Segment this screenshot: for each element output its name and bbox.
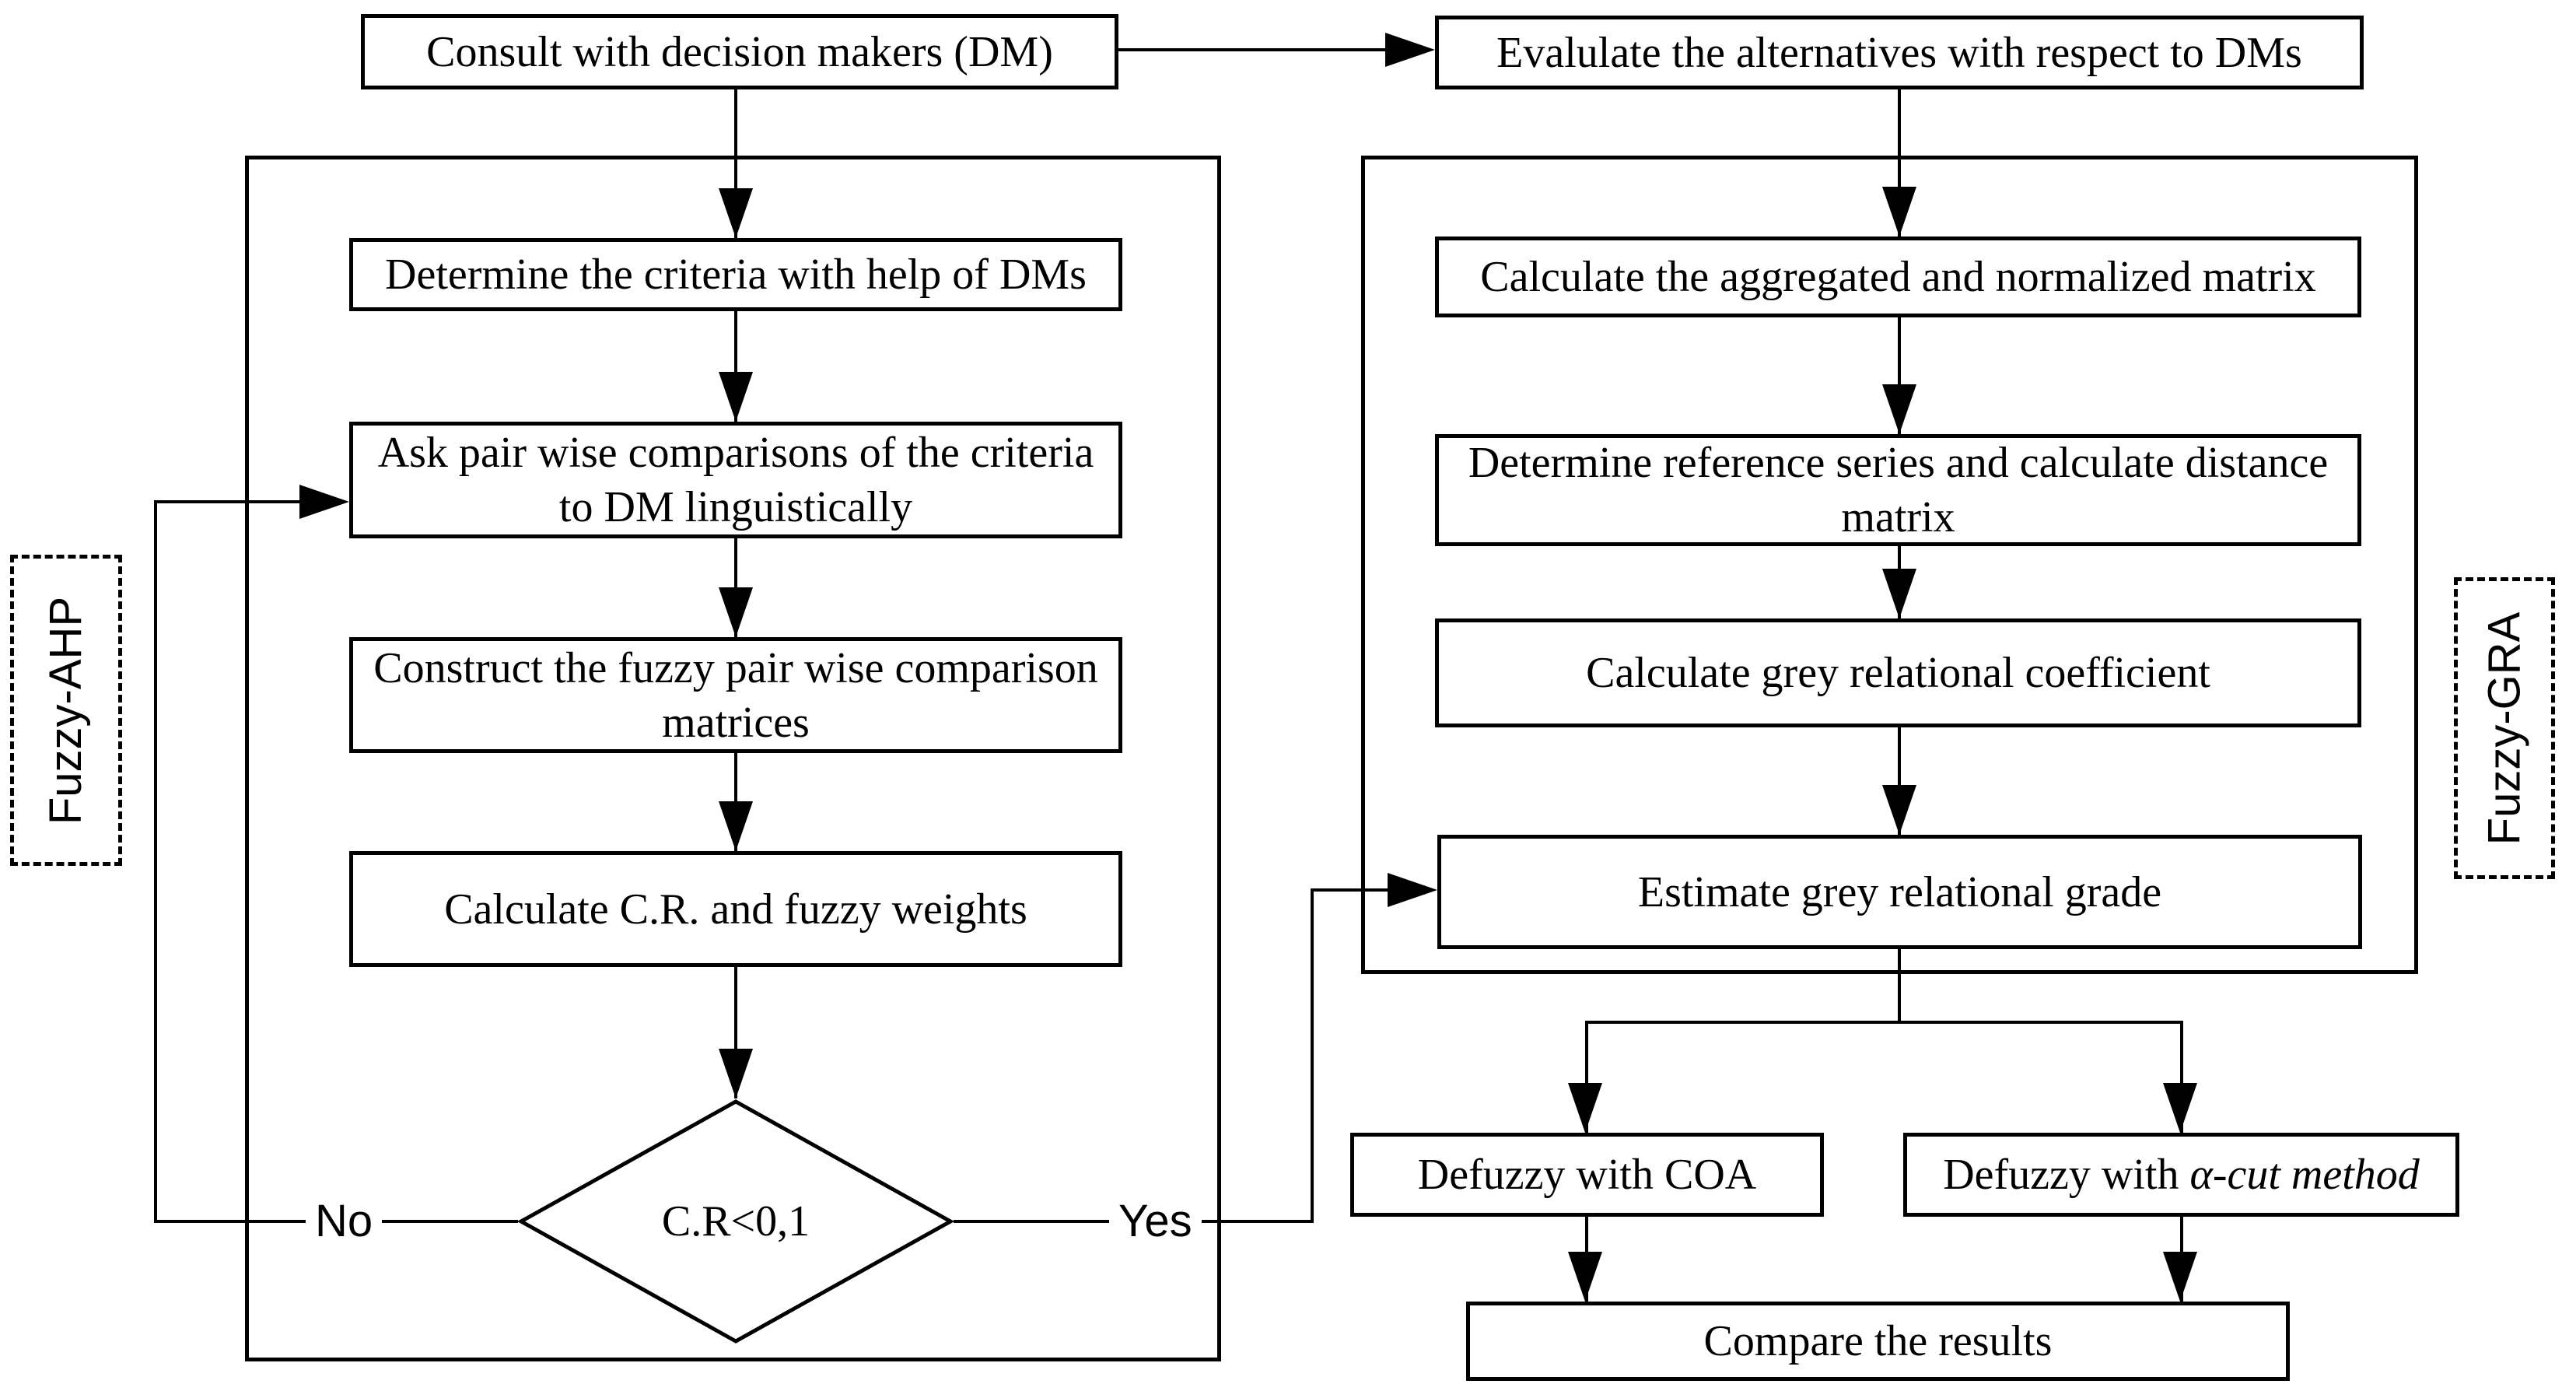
arrow-right-icon <box>1388 873 1437 907</box>
connector-consult-determine <box>734 89 737 238</box>
fuzzy-gra-tag-label: Fuzzy-GRA <box>2479 611 2530 845</box>
arrow-down-icon <box>1882 187 1916 237</box>
arrow-down-icon <box>2163 1083 2197 1133</box>
node-determine-criteria: Determine the criteria with help of DMs <box>349 238 1122 311</box>
node-evaluate-alternatives: Evalulate the alternatives with respect … <box>1435 16 2364 89</box>
node-defuzzy-acut-label: Defuzzy with α-cut method <box>1943 1147 2420 1202</box>
node-defuzzy-coa: Defuzzy with COA <box>1350 1133 1824 1217</box>
no-branch-label: No <box>306 1193 383 1249</box>
connector-aggregated-reference <box>1898 317 1901 434</box>
decision-diamond-shape <box>516 1099 955 1344</box>
arrow-down-icon <box>1568 1083 1602 1133</box>
node-evaluate-alternatives-label: Evalulate the alternatives with respect … <box>1496 28 2302 77</box>
node-construct-matrices-label: Construct the fuzzy pair wise comparison… <box>373 643 1098 747</box>
connector-no-return <box>154 500 306 503</box>
connector-determine-ask <box>734 311 737 422</box>
fuzzy-gra-container <box>1361 156 2418 974</box>
arrow-right-icon <box>1385 33 1435 67</box>
connector-no-vertical <box>154 500 157 1223</box>
fuzzy-ahp-container <box>245 156 1221 1361</box>
node-defuzzy-acut: Defuzzy with α-cut method <box>1903 1133 2459 1217</box>
arrow-down-icon <box>1882 569 1916 618</box>
connector-calccr-decision <box>734 967 737 1098</box>
node-determine-criteria-label: Determine the criteria with help of DMs <box>385 251 1087 299</box>
node-construct-matrices: Construct the fuzzy pair wise comparison… <box>349 637 1122 753</box>
node-consult-dm: Consult with decision makers (DM) <box>361 14 1118 89</box>
node-ask-pairwise: Ask pair wise comparisons of the criteri… <box>349 422 1122 538</box>
node-aggregated-matrix: Calculate the aggregated and normalized … <box>1435 237 2361 317</box>
arrow-down-icon <box>719 188 753 238</box>
connector-evaluate-aggregated <box>1898 89 1901 237</box>
node-defuzzy-coa-label: Defuzzy with COA <box>1417 1151 1757 1199</box>
node-aggregated-matrix-label: Calculate the aggregated and normalized … <box>1480 253 2316 301</box>
arrow-down-icon <box>719 587 753 637</box>
connector-split-coa <box>1585 1021 1588 1133</box>
arrow-down-icon <box>719 1049 753 1098</box>
arrow-down-icon <box>1882 384 1916 434</box>
node-calculate-cr: Calculate C.R. and fuzzy weights <box>349 851 1122 967</box>
arrow-down-icon <box>2163 1252 2197 1302</box>
node-ask-pairwise-label: Ask pair wise comparisons of the criteri… <box>377 429 1094 531</box>
node-grey-grade: Estimate grey relational grade <box>1437 835 2362 949</box>
fuzzy-ahp-tag: Fuzzy-AHP <box>10 555 122 866</box>
arrow-down-icon <box>719 372 753 422</box>
node-grey-grade-label: Estimate grey relational grade <box>1637 867 2162 916</box>
connector-yes-vertical <box>1311 888 1314 1223</box>
connector-yes-to-grade <box>1311 888 1396 892</box>
connector-split-horizontal <box>1585 1021 2183 1024</box>
fuzzy-gra-tag: Fuzzy-GRA <box>2454 577 2555 879</box>
defuzzy-acut-method: α-cut method <box>2189 1151 2420 1199</box>
fuzzy-ahp-tag-label: Fuzzy-AHP <box>40 596 92 825</box>
node-consult-dm-label: Consult with decision makers (DM) <box>426 27 1053 76</box>
decision-diamond: C.R<0,1 <box>516 1098 955 1344</box>
arrow-down-icon <box>719 801 753 851</box>
connector-coefficient-grade <box>1898 727 1901 835</box>
node-grey-coefficient-label: Calculate grey relational coefficient <box>1586 649 2210 697</box>
node-reference-series: Determine reference series and calculate… <box>1435 434 2361 546</box>
connector-split-acut <box>2180 1021 2183 1133</box>
connector-grade-split <box>1898 949 1901 1024</box>
connector-consult-evaluate <box>1118 48 1395 51</box>
node-compare-results-label: Compare the results <box>1703 1317 2053 1365</box>
node-grey-coefficient: Calculate grey relational coefficient <box>1435 618 2361 727</box>
node-reference-series-label: Determine reference series and calculate… <box>1468 439 2329 541</box>
node-compare-results: Compare the results <box>1466 1302 2290 1381</box>
arrow-down-icon <box>1882 785 1916 835</box>
arrow-down-icon <box>1568 1252 1602 1302</box>
arrow-right-icon <box>299 485 349 519</box>
decision-condition: C.R<0,1 <box>661 1197 810 1246</box>
node-calculate-cr-label: Calculate C.R. and fuzzy weights <box>444 885 1027 934</box>
yes-branch-label: Yes <box>1109 1193 1202 1249</box>
defuzzy-acut-prefix: Defuzzy with <box>1943 1151 2190 1199</box>
